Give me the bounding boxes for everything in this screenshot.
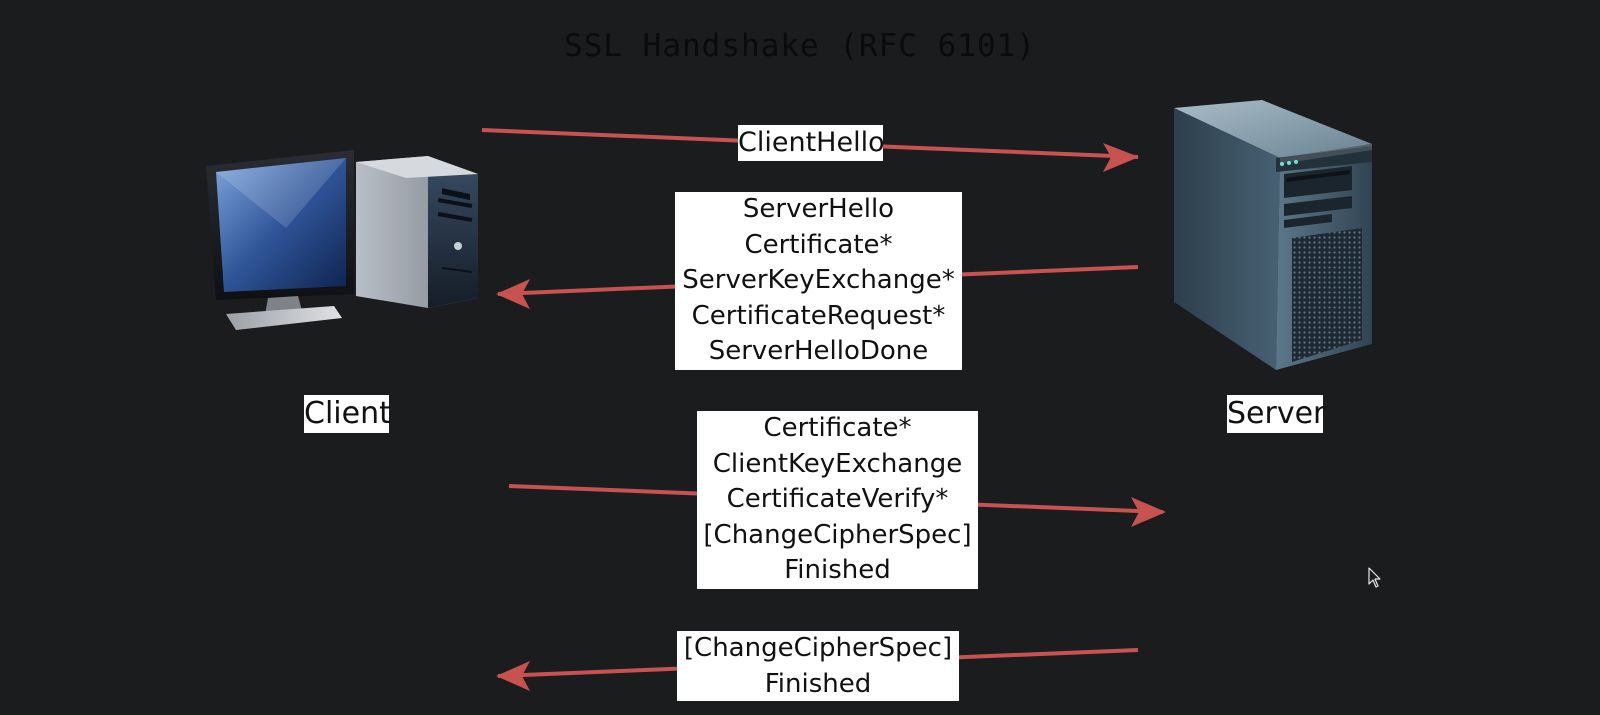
message-box-client-key-exchange: Certificate* ClientKeyExchange Certifica… (697, 411, 978, 589)
message-line: Certificate* (744, 229, 893, 260)
message-line: ServerHelloDone (708, 336, 929, 366)
arrowhead-client-hello (1103, 143, 1139, 172)
message-line: Finished (784, 555, 891, 585)
message-line: [ChangeCipherSpec] (683, 633, 953, 663)
arrowhead-client-key-exchange (1131, 497, 1166, 527)
diagram-title: SSL Handshake (RFC 6101) (564, 28, 1036, 64)
server-label: Server (1227, 395, 1326, 433)
message-line: ClientKeyExchange (712, 448, 963, 479)
message-box-server-finished: [ChangeCipherSpec] Finished (677, 631, 959, 701)
message-line: CertificateRequest* (691, 300, 946, 331)
arrowhead-server-finished (496, 661, 530, 691)
message-line: Certificate* (763, 413, 912, 443)
message-line: Finished (764, 668, 872, 699)
message-box-client-hello: ClientHello (738, 125, 885, 161)
message-line: [ChangeCipherSpec] (703, 519, 972, 550)
message-line: CertificateVerify* (726, 484, 949, 514)
desktop-computer-icon (206, 148, 486, 334)
message-line: ServerKeyExchange* (682, 265, 955, 295)
message-box-server-hello: ServerHello Certificate* ServerKeyExchan… (675, 192, 962, 370)
mouse-cursor-icon (1368, 567, 1382, 593)
client-label: Client (304, 395, 391, 433)
server-tower-icon (1172, 100, 1376, 382)
message-line: ServerHello (742, 194, 895, 224)
arrowhead-server-hello (496, 279, 530, 309)
message-line: ClientHello (738, 127, 885, 158)
